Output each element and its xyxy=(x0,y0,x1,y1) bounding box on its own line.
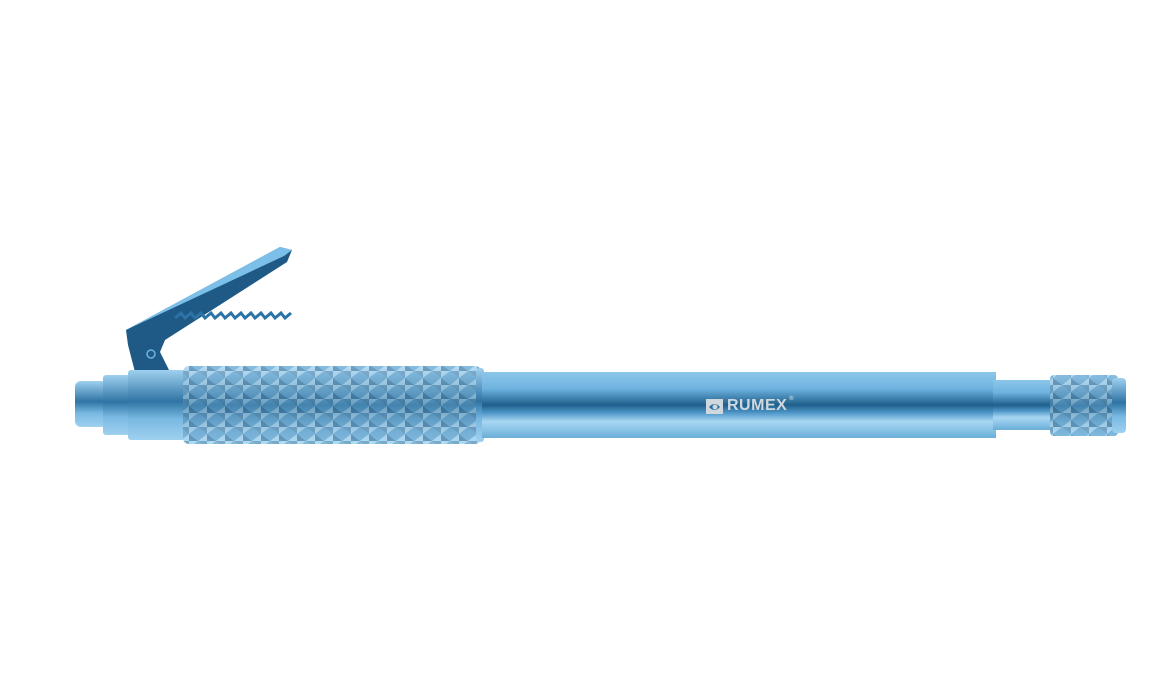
front-knurl-nut xyxy=(1050,375,1126,436)
lever-clip xyxy=(126,247,292,372)
brand-logo: RUMEX ® xyxy=(706,396,794,416)
eye-logo-icon xyxy=(706,398,723,414)
end-cap xyxy=(75,381,107,427)
brand-name: RUMEX xyxy=(727,397,788,414)
knurled-grip xyxy=(183,366,484,444)
shaft xyxy=(482,372,996,438)
registered-mark: ® xyxy=(789,396,795,402)
